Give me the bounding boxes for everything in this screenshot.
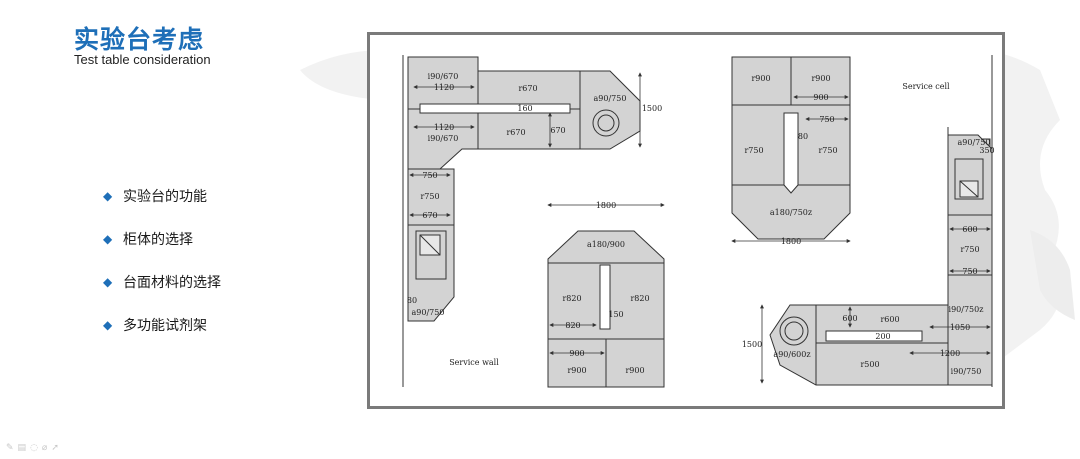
dim-label: r750 [960,245,979,254]
note-icon[interactable]: ▤ [17,443,27,453]
dim-label: 1800 [781,237,801,246]
sink-slot [599,264,611,330]
dim-label: a90/750 [594,94,627,103]
lab-bench-layout-diagram: i90/670 1120 1120 i90/670 r670 160 r670 … [367,32,1005,409]
dim-label: r670 [518,84,537,93]
pointer-icon[interactable]: ➚ [51,443,59,453]
pen-icon[interactable]: ✎ [6,443,14,453]
bullet-text: 台面材料的选择 [123,275,221,291]
dim-label: a180/750z [770,208,812,217]
dim-label: r900 [567,366,586,375]
bullet-item: ◆ 实验台的功能 [103,186,221,206]
dim-label: r900 [625,366,644,375]
dim-label: 80 [798,132,808,141]
dim-label: i90/670 [428,134,459,143]
dim-label: a90/600z [773,350,810,359]
bullet-list: ◆ 实验台的功能 ◆ 柜体的选择 ◆ 台面材料的选择 ◆ 多功能试剂架 [103,186,221,358]
dim-label: 900 [569,349,584,358]
bullet-text: 多功能试剂架 [123,318,207,334]
sink-slot [419,103,571,114]
dim-label: 1500 [742,340,762,349]
layout-drawing: i90/670 1120 1120 i90/670 r670 160 r670 … [402,55,995,388]
dim-label: 750 [819,115,834,124]
dim-label: r750 [818,146,837,155]
dim-label: a90/750 [958,138,991,147]
dim-label: r500 [860,360,879,369]
lasso-icon[interactable]: ◌ [30,443,38,453]
dim-label: 750 [422,171,437,180]
sink-round-icon [779,316,809,346]
dim-label: 1120 [434,123,454,132]
dim-label: 670 [550,126,565,135]
dim-label: 1050 [950,323,970,332]
dim-label: r600 [880,315,899,324]
annotation-toolbar: ✎ ▤ ◌ ⌀ ➚ [6,443,59,453]
dim-label: 1200 [940,349,960,358]
dim-label: 350 [979,146,994,155]
dim-label: 600 [962,225,977,234]
dim-label: 750 [962,267,977,276]
diamond-bullet-icon: ◆ [103,275,113,289]
eraser-icon[interactable]: ⌀ [41,443,48,453]
dim-label: r900 [751,74,770,83]
area-label: Service wall [449,358,499,367]
diamond-bullet-icon: ◆ [103,232,113,246]
dim-label: 900 [813,93,828,102]
dim-label: 1120 [434,83,454,92]
sink-round-icon [592,109,620,137]
bullet-text: 实验台的功能 [123,189,207,205]
bullet-item: ◆ 台面材料的选择 [103,272,221,292]
diamond-bullet-icon: ◆ [103,318,113,332]
dim-label: i90/750 [951,367,982,376]
dim-label: a180/900 [587,240,625,249]
dim-label: 80 [407,296,417,305]
dim-label: r670 [506,128,525,137]
sink-slot [825,330,923,342]
bullet-item: ◆ 柜体的选择 [103,229,221,249]
dim-label: 1800 [596,201,616,210]
dim-label: a90/750 [412,308,445,317]
dim-label: r820 [630,294,649,303]
dim-label: r750 [744,146,763,155]
dim-label: 1500 [642,104,662,113]
diamond-bullet-icon: ◆ [103,189,113,203]
dim-label: i90/750z [949,305,984,314]
dim-label: 670 [422,211,437,220]
slide-subtitle: Test table consideration [74,52,211,67]
area-label: Service cell [902,82,950,91]
dim-label: 160 [517,104,532,113]
dim-label: r900 [811,74,830,83]
slide-title: 实验台考虑 [74,25,205,54]
dim-label: 200 [875,332,890,341]
bullet-text: 柜体的选择 [123,232,193,248]
dim-label: r820 [562,294,581,303]
dim-label: 150 [608,310,623,319]
dim-label: r750 [420,192,439,201]
dim-label: i90/670 [428,72,459,81]
dim-label: 820 [565,321,580,330]
dim-label: 600 [842,314,857,323]
bullet-item: ◆ 多功能试剂架 [103,315,221,335]
